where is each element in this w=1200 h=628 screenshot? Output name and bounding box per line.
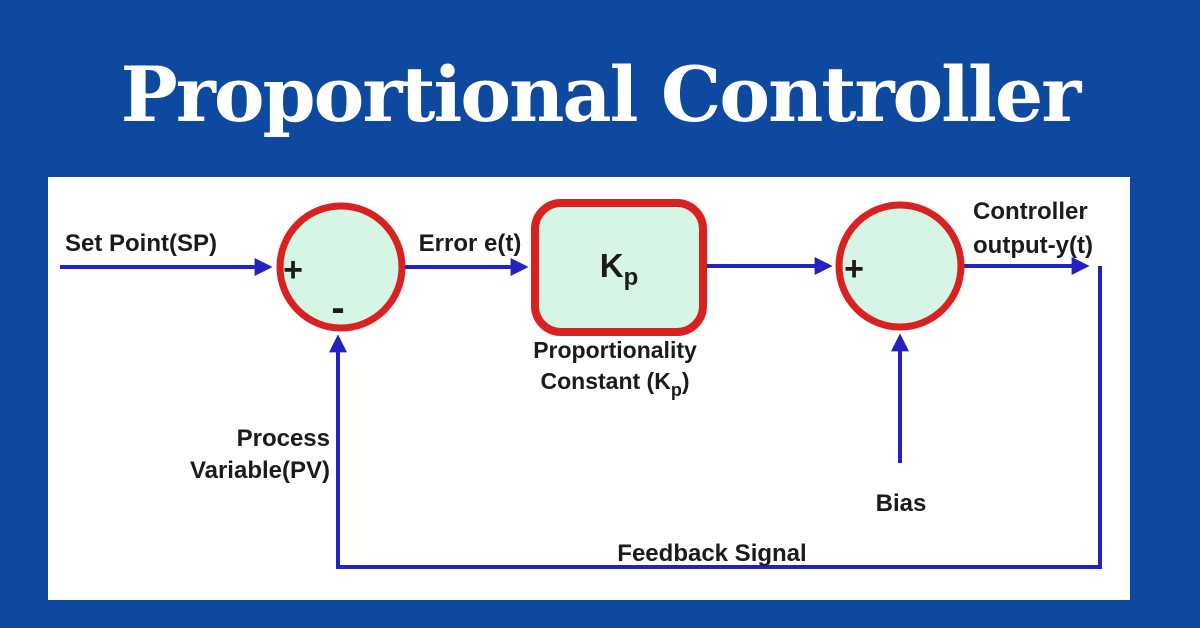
- process-variable-label-line2: Variable(PV): [190, 457, 330, 484]
- block-diagram: + - + Kp Set Point(SP) Error e(t) Contro…: [60, 198, 1102, 569]
- diagram-panel: + - + Kp Set Point(SP) Error e(t) Contro…: [48, 177, 1130, 600]
- feedback-line: [329, 266, 1102, 569]
- summing-junction-2: [835, 201, 965, 331]
- title-banner: Proportional Controller: [0, 0, 1200, 177]
- feedback-signal-label: Feedback Signal: [617, 540, 806, 567]
- controller-output-label-line2: output-y(t): [973, 232, 1093, 259]
- junction1-minus-sign: -: [331, 286, 344, 330]
- page-title: Proportional Controller: [120, 50, 1082, 139]
- process-variable-label-line1: Process: [237, 425, 330, 452]
- error-label: Error e(t): [419, 230, 522, 257]
- setpoint-label: Set Point(SP): [65, 230, 217, 257]
- gain-symbol: Kp: [600, 247, 639, 291]
- controller-output-label-line1: Controller: [973, 198, 1088, 225]
- bias-label: Bias: [876, 490, 927, 517]
- gain-caption-line1: Proportionality: [533, 337, 697, 363]
- summing-junction-1: [276, 202, 406, 332]
- gain-block: [531, 199, 707, 336]
- junction2-plus-sign: +: [844, 250, 864, 288]
- gain-caption-line2: Constant (Kp): [541, 368, 690, 400]
- junction1-plus-sign: +: [283, 251, 303, 289]
